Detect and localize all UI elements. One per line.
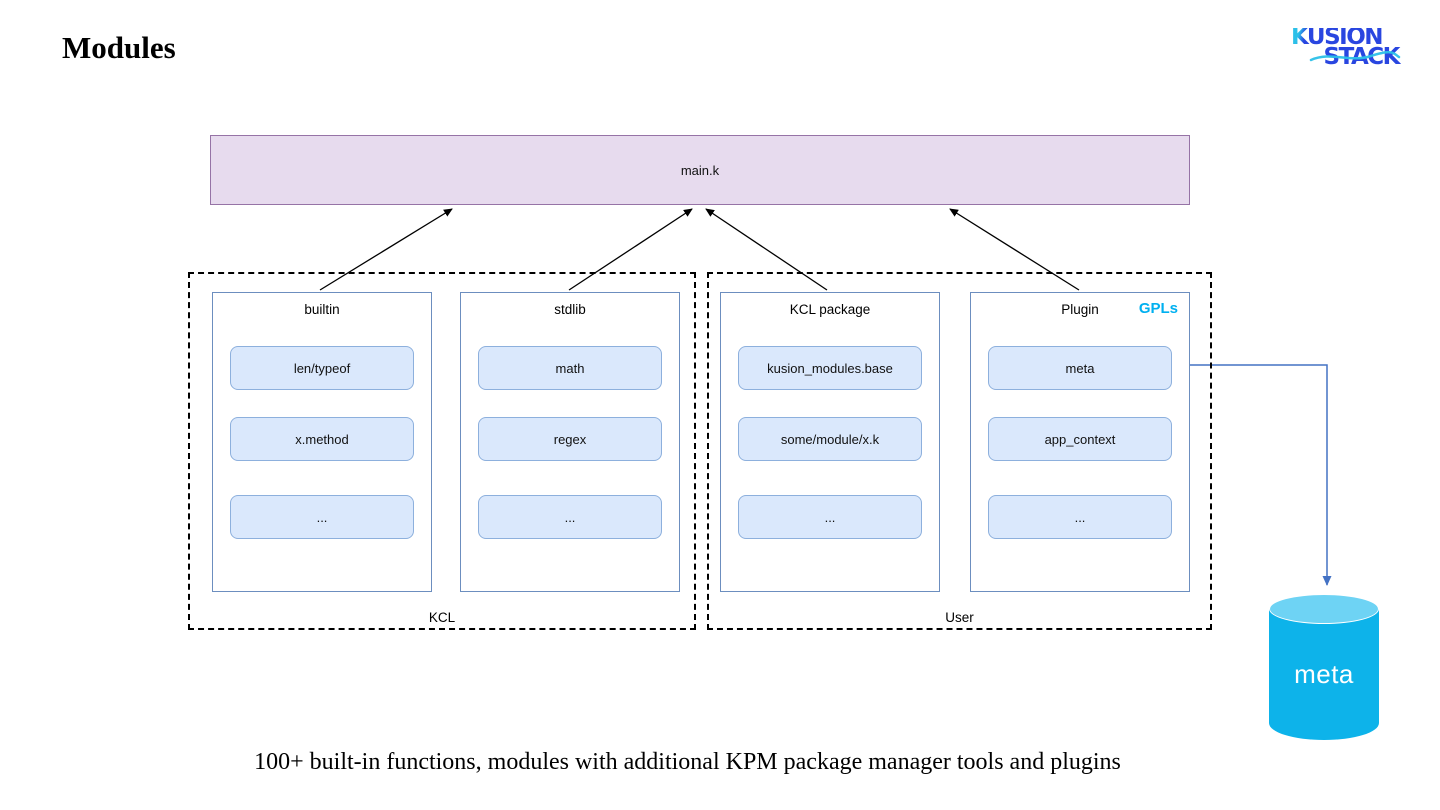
box-kcl-package-title: KCL package xyxy=(789,302,871,317)
item-regex: regex xyxy=(478,417,662,461)
box-plugin: Plugin GPLs meta app_context ... xyxy=(970,292,1190,592)
gpls-badge: GPLs xyxy=(1138,300,1178,317)
node-main-k-label: main.k xyxy=(680,162,720,178)
group-kcl: builtin len/typeof x.method ... stdlib m… xyxy=(188,272,696,630)
cylinder-label: meta xyxy=(1294,659,1354,689)
item-len-typeof: len/typeof xyxy=(230,346,414,390)
box-builtin-title: builtin xyxy=(304,302,340,317)
page-title: Modules xyxy=(62,30,176,65)
item-kusion-modules-base: kusion_modules.base xyxy=(738,346,922,390)
kusionstack-logo: KUSION STACK xyxy=(1291,26,1401,70)
item-stdlib-more: ... xyxy=(478,495,662,539)
cylinder-top-ellipse xyxy=(1269,594,1379,624)
item-app-context: app_context xyxy=(988,417,1172,461)
caption-text: 100+ built-in functions, modules with ad… xyxy=(254,749,1121,775)
group-user: KCL package kusion_modules.base some/mod… xyxy=(707,272,1212,630)
node-main-k: main.k xyxy=(210,135,1190,205)
box-builtin: builtin len/typeof x.method ... xyxy=(212,292,432,592)
group-user-label: User xyxy=(945,610,974,625)
item-kcl-package-more: ... xyxy=(738,495,922,539)
cylinder-body: meta xyxy=(1269,609,1379,740)
box-kcl-package: KCL package kusion_modules.base some/mod… xyxy=(720,292,940,592)
item-some-module-xk: some/module/x.k xyxy=(738,417,922,461)
meta-database-cylinder: meta xyxy=(1269,594,1379,740)
group-kcl-label: KCL xyxy=(428,610,456,625)
item-meta: meta xyxy=(988,346,1172,390)
logo-word-stack: STACK xyxy=(1323,43,1401,70)
item-math: math xyxy=(478,346,662,390)
box-stdlib: stdlib math regex ... xyxy=(460,292,680,592)
box-plugin-title: Plugin xyxy=(1061,302,1099,317)
item-plugin-more: ... xyxy=(988,495,1172,539)
item-x-method: x.method xyxy=(230,417,414,461)
item-builtin-more: ... xyxy=(230,495,414,539)
logo-word-kusion: KUSION xyxy=(1291,26,1401,48)
box-stdlib-title: stdlib xyxy=(554,302,586,317)
